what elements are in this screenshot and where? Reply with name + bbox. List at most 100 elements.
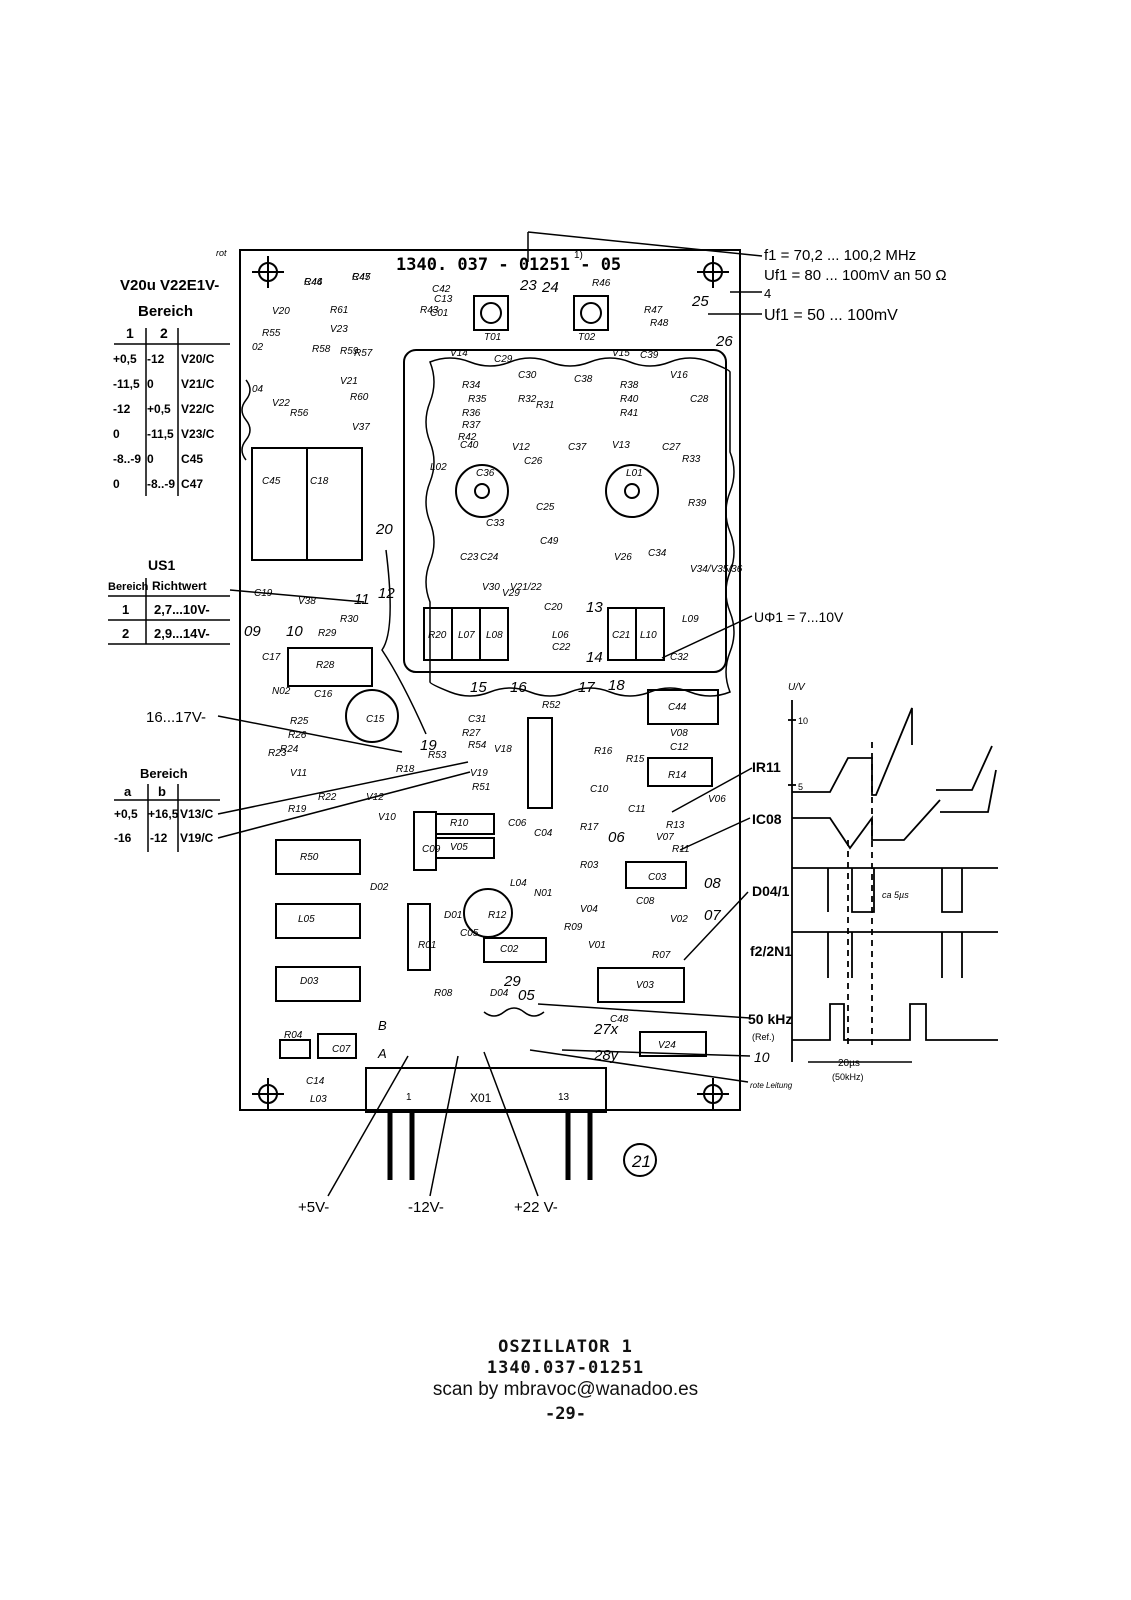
component-ref: C04 — [534, 828, 553, 839]
component-ref: C22 — [552, 642, 571, 653]
component-ref: V18 — [494, 744, 512, 755]
component-ref: C13 — [434, 294, 453, 305]
annot-10: 10 — [754, 1049, 770, 1065]
coil-l01 — [455, 464, 509, 518]
us1-header-bereich: Bereich — [108, 581, 149, 593]
component-ref: V02 — [670, 914, 688, 925]
annot-ref: (Ref.) — [752, 1032, 775, 1042]
component-ref: R12 — [488, 910, 507, 921]
bereich2-r2-a: -16 — [114, 831, 132, 845]
component-ref: R55 — [262, 328, 281, 339]
component-ref: C44 — [668, 702, 687, 713]
left-table-col1: 1 — [126, 325, 134, 341]
annot-pin4: 4 — [764, 286, 771, 301]
scope-y-unit: U/V — [788, 682, 806, 693]
component-ref: L10 — [640, 630, 657, 641]
component-ref: C42 — [432, 284, 451, 295]
annot-minus12v: -12V- — [408, 1199, 444, 1216]
component-ref: R25 — [290, 716, 309, 727]
component-ref: V24 — [658, 1040, 676, 1051]
circled-number — [623, 1143, 657, 1177]
component-ref: C08 — [636, 896, 655, 907]
mounting-hole-tr — [697, 256, 729, 288]
component-ref: V08 — [670, 728, 688, 739]
component-ref: R57 — [354, 348, 373, 359]
pin-number: 20 — [375, 521, 393, 538]
component-ref: R54 — [468, 740, 487, 751]
cap-c14 — [279, 1039, 311, 1059]
component-ref: L07 — [458, 630, 475, 641]
component-ref: R14 — [668, 770, 687, 781]
component-ref: R58 — [312, 344, 331, 355]
component-ref: 02 — [252, 342, 264, 353]
component-ref: C48 — [610, 1014, 629, 1025]
component-ref: R42 — [458, 432, 477, 443]
component-ref: C11 — [628, 804, 646, 815]
component-ref: R51 — [472, 782, 490, 793]
bereich2-r1-c: V13/C — [180, 807, 214, 821]
caption-scan-credit: scan by mbravoc@wanadoo.es — [432, 1379, 699, 1400]
circled-number-label: 21 — [631, 1152, 651, 1171]
component-ref: T01 — [484, 332, 501, 343]
component-ref: C01 — [430, 308, 448, 319]
left-range-cell: V21/C — [181, 376, 215, 391]
component-ref: C37 — [568, 442, 587, 453]
component-ref: V07 — [656, 832, 674, 843]
pin-number: 25 — [691, 293, 709, 310]
pin-number: 14 — [586, 649, 603, 666]
waveform-50khz — [792, 1003, 998, 1041]
waveform-ic08 — [792, 799, 941, 850]
left-range-cell: -12 — [113, 401, 131, 416]
us1-row1-value: 2,7...10V- — [154, 602, 210, 617]
coil-l04 — [407, 903, 431, 971]
pin-number: 26 — [715, 333, 733, 350]
part-number: 1340. 037 - 01251 - 05 — [396, 255, 621, 275]
component-ref: R07 — [652, 950, 671, 961]
component-ref: C07 — [332, 1044, 351, 1055]
component-ref: V38 — [298, 596, 316, 607]
bereich2-r1-a: +0,5 — [114, 807, 138, 821]
component-ref: V05 — [450, 842, 468, 853]
component-ref: C34 — [648, 548, 667, 559]
component-ref: D03 — [300, 976, 319, 987]
caption-page-number: -29- — [545, 1404, 586, 1424]
component-ref: V16 — [670, 370, 688, 381]
component-ref: N02 — [272, 686, 291, 697]
mounting-hole-bl — [252, 1078, 284, 1110]
component-ref: C09 — [422, 844, 441, 855]
us1-row2-value: 2,9...14V- — [154, 626, 210, 641]
component-ref: C27 — [662, 442, 681, 453]
component-ref: R08 — [434, 988, 453, 999]
annot-f22n1: f2/2N1 — [750, 943, 792, 959]
component-ref: R29 — [318, 628, 337, 639]
board-outline — [239, 249, 741, 1111]
ic-d02 — [275, 903, 361, 939]
annot-50khz: 50 kHz — [748, 1011, 792, 1027]
component-ref: C03 — [648, 872, 667, 883]
pin-number: 10 — [286, 623, 303, 640]
cap-c11 — [647, 757, 713, 787]
bereich2-r2-b: -12 — [150, 831, 168, 845]
component-ref: V11 — [290, 768, 307, 779]
component-ref: R24 — [280, 744, 299, 755]
component-ref: R01 — [418, 940, 436, 951]
component-ref: R45 — [352, 272, 371, 283]
scope-y10: 10 — [798, 716, 808, 726]
component-ref: C05 — [460, 928, 479, 939]
pin-number: 18 — [608, 677, 625, 694]
component-ref: V34/V35/36 — [690, 564, 743, 575]
component-ref: R53 — [428, 750, 447, 761]
left-range-cell: 0 — [147, 451, 154, 466]
component-ref: R36 — [462, 408, 481, 419]
footnote-mark: 1) — [574, 250, 583, 261]
annot-rote-leitung: rote Leitung — [750, 1081, 793, 1090]
caption-title: OSZILLATOR 1 — [498, 1337, 633, 1357]
pin-number: 16 — [510, 679, 527, 696]
us1-row2-bereich: 2 — [122, 626, 129, 641]
pin-number: 29 — [503, 973, 521, 990]
component-ref: C40 — [460, 440, 479, 451]
component-ref: C24 — [480, 552, 499, 563]
left-range-cell: +0,5 — [113, 351, 137, 366]
